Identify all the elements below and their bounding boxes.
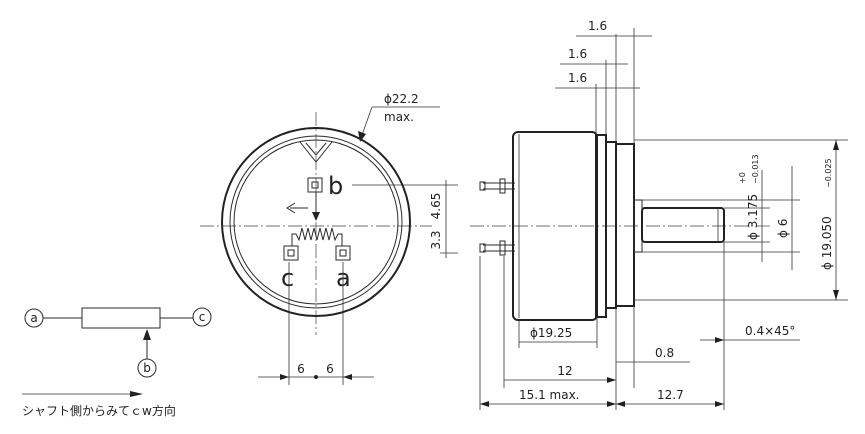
dim-body-tol: −0.025 (824, 158, 833, 188)
pin-ac-end (479, 243, 486, 253)
dim-shaft-tol-upper: +0 (738, 172, 747, 184)
terminal-c-circle (192, 307, 212, 327)
resistor-element (291, 227, 343, 246)
housing-diameter-max: max. (384, 110, 414, 124)
terminal-a-hole (339, 249, 347, 257)
terminal-b-hole (311, 181, 319, 189)
dim-flange-3: 1.6 (588, 19, 607, 33)
dia-leader (361, 106, 373, 136)
arrow-chamfer (715, 337, 724, 343)
housing-rim (233, 139, 399, 305)
dim-0-8: 0.8 (655, 346, 674, 360)
arrow-127-left (616, 401, 625, 407)
dim-rear-dia: ϕ19.25 (530, 326, 572, 340)
dia-leader-arrow (358, 131, 366, 142)
front-terminal-b-label: b (328, 172, 343, 200)
index-mark-inner (305, 142, 327, 156)
dim-shaft-tol-lower: −0.013 (751, 154, 760, 184)
cw-arrow-head (130, 391, 143, 397)
schematic-c-label: c (199, 310, 206, 324)
pin-b-end (479, 181, 486, 191)
dim-boss-dia: ϕ 6 (776, 219, 790, 238)
dim-6-right: 6 (326, 362, 334, 376)
arrow-151-left (480, 401, 489, 407)
pin-b-collar (499, 178, 506, 194)
dim-shaft-dia: ϕ 3.175 (746, 194, 760, 240)
dim-flange-2: 1.6 (568, 47, 587, 61)
dim-chamfer: 0.4×45° (745, 324, 795, 338)
rotation-arrow-head (286, 202, 296, 214)
schematic-symbol: a c b シャフト側からみてｃw方向 (22, 307, 212, 418)
front-terminal-c-label: c (281, 264, 294, 292)
arrow-151-right (607, 401, 616, 407)
flange-2 (605, 141, 617, 309)
arrow-body-bottom (833, 290, 839, 300)
terminal-a-pad (335, 245, 351, 261)
terminal-b-circle (137, 358, 157, 378)
pin-ac-collar (499, 240, 506, 256)
dim-body-dia: ϕ 19.050 (820, 216, 834, 270)
wiper-tip (312, 212, 320, 221)
dim-flange-1: 1.6 (568, 71, 587, 85)
arrow-body-top (833, 140, 839, 150)
front-view: b c a ϕ22.2 max. 4.65 3.3 6 (200, 92, 458, 385)
cw-caption: シャフト側からみてｃw方向 (22, 403, 176, 418)
dim-15-1: 15.1 max. (519, 388, 580, 402)
schematic-a-label: a (30, 311, 37, 325)
side-view: 1.6 1.6 1.6 ϕ 19.050 −0.025 ϕ 3.175 +0 −… (470, 19, 848, 410)
index-mark (299, 141, 333, 163)
dim-6-left: 6 (297, 362, 305, 376)
dim-12: 12 (557, 364, 572, 378)
housing-outer (221, 127, 411, 317)
center-dot (314, 375, 318, 379)
flange-3 (615, 143, 635, 307)
shaft (641, 207, 725, 243)
dim-3-3: 3.3 (429, 230, 443, 249)
terminal-b-pad (307, 177, 323, 193)
dim-12-7: 12.7 (657, 388, 684, 402)
terminal-c-hole (287, 249, 295, 257)
arrow-12 (607, 377, 616, 383)
arrow-c (280, 374, 289, 380)
arrow-a (343, 374, 352, 380)
wiper-arrow (143, 329, 151, 340)
dim-4-65: 4.65 (429, 193, 443, 220)
arrow-127-right (715, 401, 724, 407)
housing-diameter: ϕ22.2 (384, 92, 419, 106)
terminal-c-pad (283, 245, 299, 261)
housing-inner (229, 135, 403, 309)
resistor-body (81, 307, 161, 329)
schematic-b-label: b (143, 361, 151, 375)
